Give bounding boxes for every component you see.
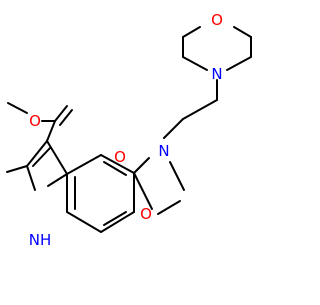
bond — [233, 26, 252, 38]
morpholine-nitrogen-label: N — [211, 65, 222, 83]
molecule-canvas: O N N O O O NH H — [6, 11, 252, 249]
bond — [46, 140, 68, 175]
bond — [182, 56, 208, 71]
bond — [6, 165, 28, 173]
bond — [103, 211, 127, 226]
bond — [26, 165, 36, 191]
bond — [157, 200, 181, 215]
bond — [133, 157, 150, 174]
bond — [103, 161, 127, 176]
bond — [32, 147, 51, 167]
bond — [226, 56, 252, 71]
ester-carbonyl-oxygen-label: O — [114, 148, 126, 166]
bond — [66, 154, 102, 175]
structure-diagram: O N N O O O NH H — [6, 11, 252, 249]
bond — [163, 118, 184, 139]
bond — [169, 161, 185, 191]
bond — [7, 102, 28, 114]
ester-ether-oxygen-label: O — [29, 112, 41, 130]
bond — [182, 26, 201, 38]
atom-labels: O N N O O O NH H — [29, 11, 223, 249]
bonds — [6, 26, 252, 233]
morpholine-oxygen-label: O — [211, 11, 223, 29]
bond — [47, 173, 68, 187]
bond — [133, 172, 153, 210]
ring-nitrogen-label: N — [158, 142, 169, 160]
bond — [182, 99, 218, 120]
bond — [100, 211, 135, 233]
bond — [26, 140, 48, 167]
bond — [100, 154, 135, 174]
bond — [66, 211, 102, 233]
bond — [54, 105, 68, 122]
bond — [59, 109, 73, 126]
oxazine-oxygen-label: O — [140, 205, 152, 223]
indole-nh-label: NH — [29, 231, 52, 249]
bond — [46, 120, 56, 142]
